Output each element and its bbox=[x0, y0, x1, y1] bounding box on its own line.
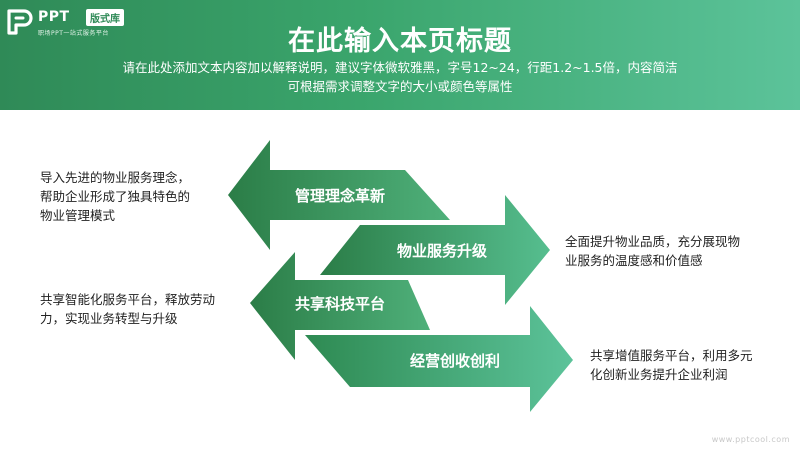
description-line: 力，实现业务转型与升级 bbox=[40, 311, 178, 326]
brand-name: PPT bbox=[38, 9, 70, 25]
ppt-logo-icon bbox=[7, 9, 33, 35]
description-service: 全面提升物业品质，充分展现物 业服务的温度感和价值感 bbox=[565, 232, 740, 270]
arrow-left-2: 共享科技平台 bbox=[250, 252, 430, 360]
description-line: 物业管理模式 bbox=[40, 208, 116, 223]
arrow-right-2: 经营创收创利 bbox=[305, 306, 573, 412]
brand-tagline: 职场PPT一站式服务平台 bbox=[38, 30, 109, 37]
description-line: 共享增值服务平台，利用多元 bbox=[590, 348, 753, 363]
arrow-label: 共享科技平台 bbox=[295, 295, 385, 313]
header-banner: PPT 版式库 职场PPT一站式服务平台 在此输入本页标题 请在此处添加文本内容… bbox=[0, 0, 800, 110]
page-subtitle-line: 可根据需求调整文字的大小或颜色等属性 bbox=[287, 79, 513, 94]
description-line: 共享智能化服务平台，释放劳动 bbox=[40, 292, 216, 307]
page-subtitle: 请在此处添加文本内容加以解释说明，建议字体微软雅黑，字号12~24，行距1.2~… bbox=[0, 58, 800, 96]
description-line: 化创新业务提升企业利润 bbox=[590, 367, 728, 382]
watermark: www.pptcool.com bbox=[711, 435, 790, 444]
arrow-left-1: 管理理念革新 bbox=[228, 140, 450, 250]
description-line: 业服务的温度感和价值感 bbox=[565, 253, 703, 268]
brand-logo[interactable]: PPT 版式库 职场PPT一站式服务平台 bbox=[6, 6, 156, 40]
page-title: 在此输入本页标题 bbox=[288, 26, 512, 57]
arrow-right-1: 物业服务升级 bbox=[320, 195, 550, 305]
description-platform: 共享智能化服务平台，释放劳动 力，实现业务转型与升级 bbox=[40, 290, 215, 328]
arrow-label: 物业服务升级 bbox=[397, 242, 488, 260]
arrow-label: 管理理念革新 bbox=[295, 187, 385, 205]
description-revenue: 共享增值服务平台，利用多元 化创新业务提升企业利润 bbox=[590, 346, 753, 384]
brand-badge: 版式库 bbox=[86, 9, 124, 26]
description-line: 帮助企业形成了独具特色的 bbox=[40, 189, 191, 204]
page-subtitle-line: 请在此处添加文本内容加以解释说明，建议字体微软雅黑，字号12~24，行距1.2~… bbox=[122, 60, 678, 75]
description-line: 全面提升物业品质，充分展现物 bbox=[565, 234, 741, 249]
arrow-label: 经营创收创利 bbox=[410, 352, 500, 370]
description-line: 导入先进的物业服务理念， bbox=[40, 170, 191, 185]
description-management: 导入先进的物业服务理念， 帮助企业形成了独具特色的 物业管理模式 bbox=[40, 168, 190, 225]
